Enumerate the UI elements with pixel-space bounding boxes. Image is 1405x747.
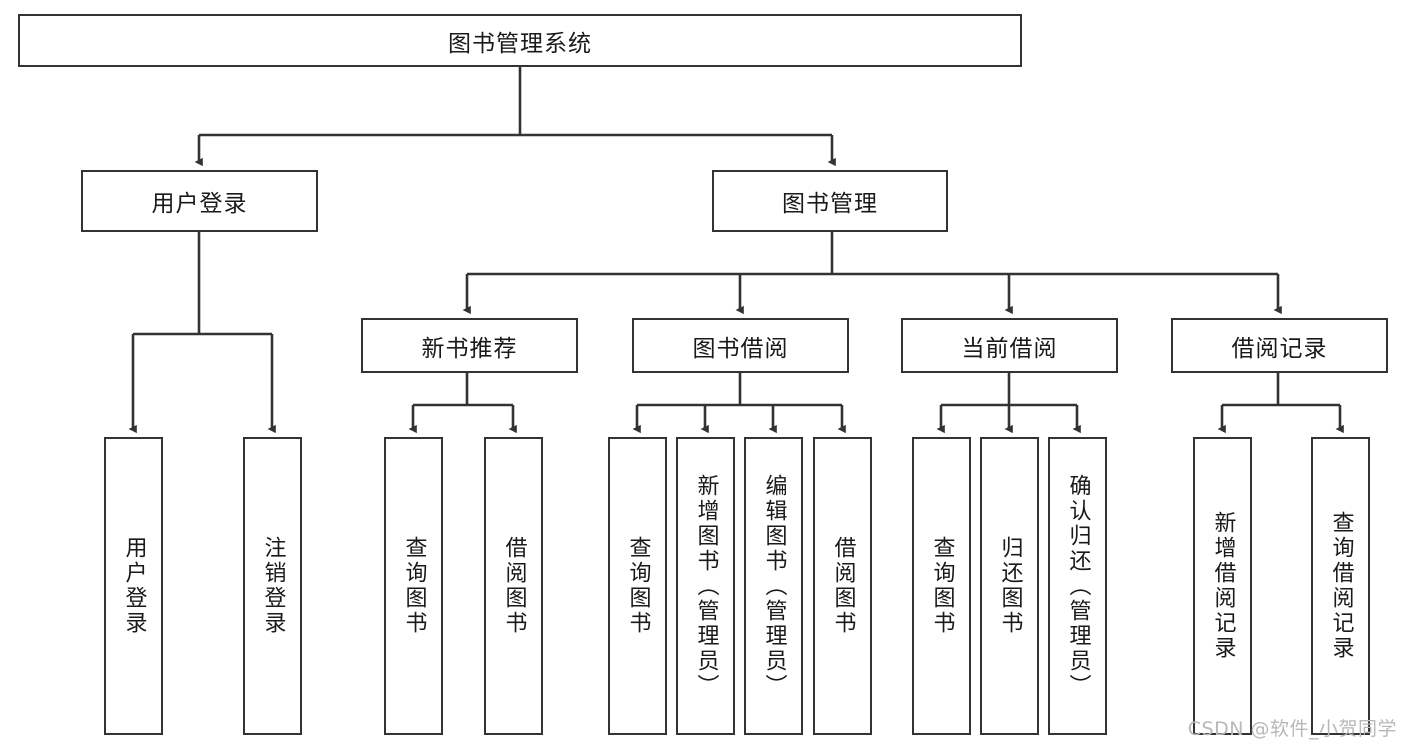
leaf-add-book-admin[interactable]: 新增图书（管理员） bbox=[676, 437, 735, 735]
leaf-user-login-label: 用户登录 bbox=[121, 536, 147, 636]
node-current-borrow-label: 当前借阅 bbox=[961, 335, 1058, 362]
leaf-query-book-1[interactable]: 查询图书 bbox=[384, 437, 443, 735]
leaf-confirm-return-admin[interactable]: 确认归还（管理员） bbox=[1048, 437, 1107, 735]
node-current-borrow[interactable]: 当前借阅 bbox=[901, 318, 1118, 373]
leaf-query-book-2-label: 查询图书 bbox=[625, 536, 651, 636]
node-new-book-recommend-label: 新书推荐 bbox=[421, 335, 518, 362]
watermark: CSDN @软件_小贺同学 bbox=[1187, 718, 1397, 740]
leaf-borrow-book-2[interactable]: 借阅图书 bbox=[813, 437, 872, 735]
leaf-edit-book-admin[interactable]: 编辑图书（管理员） bbox=[744, 437, 803, 735]
node-book-manage-label: 图书管理 bbox=[782, 191, 878, 217]
leaf-query-book-1-label: 查询图书 bbox=[401, 536, 427, 636]
node-root[interactable]: 图书管理系统 bbox=[18, 14, 1022, 67]
leaf-return-book-label: 归还图书 bbox=[997, 536, 1023, 636]
leaf-logout-login-label: 注销登录 bbox=[260, 536, 286, 636]
leaf-user-login[interactable]: 用户登录 bbox=[104, 437, 163, 735]
leaf-query-borrow-record-label: 查询借阅记录 bbox=[1328, 511, 1354, 661]
node-book-manage[interactable]: 图书管理 bbox=[712, 170, 948, 232]
leaf-confirm-return-admin-label: 确认归还（管理员） bbox=[1065, 473, 1091, 699]
leaf-query-book-3[interactable]: 查询图书 bbox=[912, 437, 971, 735]
leaf-query-book-3-label: 查询图书 bbox=[929, 536, 955, 636]
node-new-book-recommend[interactable]: 新书推荐 bbox=[361, 318, 578, 373]
node-book-borrow-label: 图书借阅 bbox=[692, 335, 789, 362]
node-user-login[interactable]: 用户登录 bbox=[81, 170, 318, 232]
leaf-return-book[interactable]: 归还图书 bbox=[980, 437, 1039, 735]
node-user-login-label: 用户登录 bbox=[151, 191, 248, 217]
node-borrow-record[interactable]: 借阅记录 bbox=[1171, 318, 1388, 373]
leaf-query-borrow-record[interactable]: 查询借阅记录 bbox=[1311, 437, 1370, 735]
leaf-logout-login[interactable]: 注销登录 bbox=[243, 437, 302, 735]
node-book-borrow[interactable]: 图书借阅 bbox=[632, 318, 849, 373]
leaf-edit-book-admin-label: 编辑图书（管理员） bbox=[761, 473, 787, 699]
leaf-borrow-book-1-label: 借阅图书 bbox=[501, 536, 527, 636]
leaf-borrow-book-1[interactable]: 借阅图书 bbox=[484, 437, 543, 735]
leaf-add-borrow-record-label: 新增借阅记录 bbox=[1210, 511, 1236, 661]
leaf-borrow-book-2-label: 借阅图书 bbox=[830, 536, 856, 636]
leaf-query-book-2[interactable]: 查询图书 bbox=[608, 437, 667, 735]
node-borrow-record-label: 借阅记录 bbox=[1231, 335, 1328, 362]
node-root-label: 图书管理系统 bbox=[448, 30, 592, 57]
leaf-add-borrow-record[interactable]: 新增借阅记录 bbox=[1193, 437, 1252, 735]
leaf-add-book-admin-label: 新增图书（管理员） bbox=[693, 473, 719, 699]
